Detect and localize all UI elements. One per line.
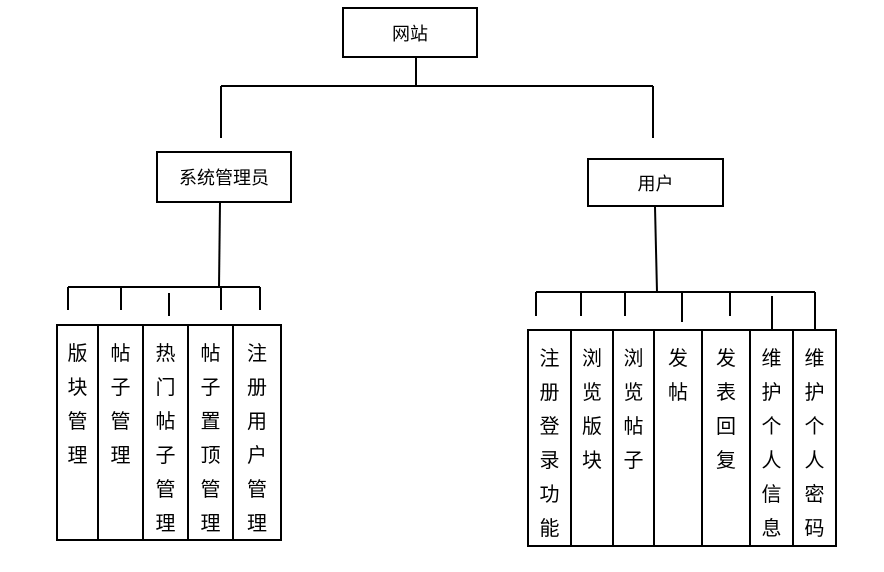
user-child-1: 注册登录功能	[527, 329, 572, 547]
admin-child-5: 注册用户管理	[232, 324, 282, 541]
user-child-1-label: 注册登录功能	[539, 346, 560, 540]
user-child-7-label: 维护个人密码	[804, 346, 825, 540]
user-child-5: 发表回复	[701, 329, 751, 547]
user-child-2: 浏览版块	[570, 329, 614, 547]
admin-child-4: 帖子置顶管理	[187, 324, 234, 541]
admin-child-1-label: 版块管理	[67, 341, 88, 467]
admin-child-4-label: 帖子置顶管理	[200, 341, 221, 535]
admin-child-3-label: 热门帖子管理	[155, 341, 176, 535]
connector-admin-down	[218, 202, 221, 288]
admin-node: 系统管理员	[156, 151, 292, 203]
user-child-3: 浏览帖子	[612, 329, 655, 547]
root-node-label: 网站	[392, 23, 428, 45]
admin-child-2-label: 帖子管理	[110, 341, 131, 467]
user-child-4-label: 发帖	[668, 346, 688, 404]
connector-user-down	[654, 206, 658, 293]
user-node: 用户	[587, 158, 724, 207]
user-child-6-label: 维护个人信息	[761, 346, 782, 540]
user-node-label: 用户	[637, 173, 674, 195]
admin-node-label: 系统管理员	[179, 168, 269, 189]
user-child-7: 维护个人密码	[792, 329, 837, 547]
admin-child-2: 帖子管理	[97, 324, 144, 541]
user-child-3-label: 浏览帖子	[623, 346, 644, 472]
root-node: 网站	[342, 7, 478, 58]
user-child-2-label: 浏览版块	[582, 346, 602, 472]
user-child-4: 发帖	[653, 329, 703, 547]
user-child-5-label: 发表回复	[716, 346, 736, 472]
admin-child-1: 版块管理	[56, 324, 99, 541]
admin-child-5-label: 注册用户管理	[247, 341, 267, 535]
admin-child-3: 热门帖子管理	[142, 324, 189, 541]
user-child-6: 维护个人信息	[749, 329, 794, 547]
